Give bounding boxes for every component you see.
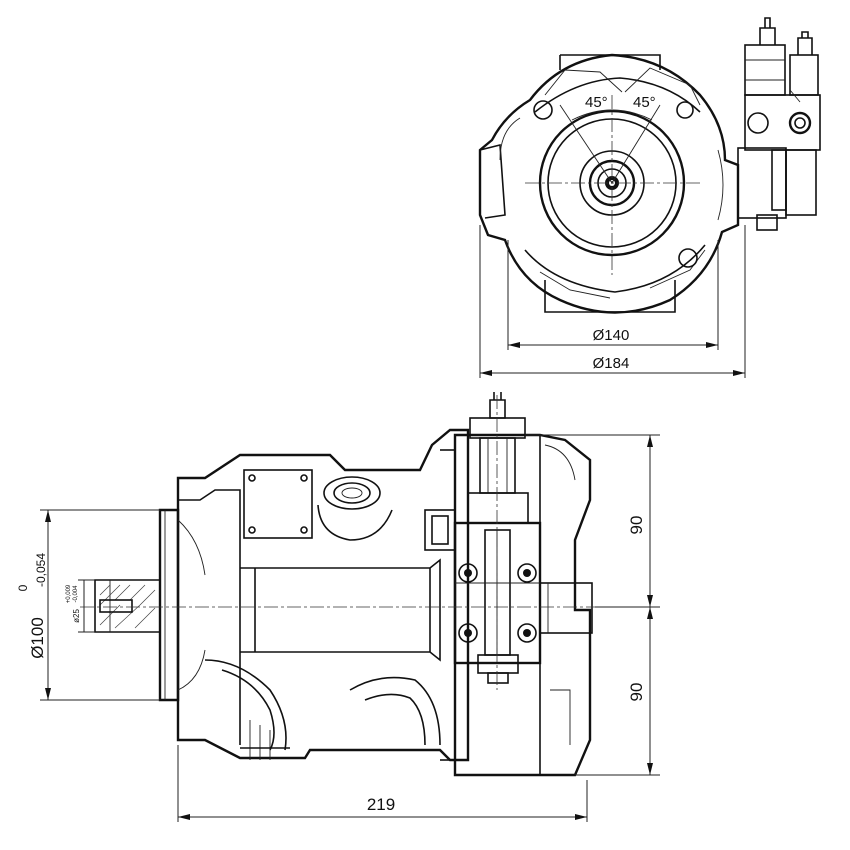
shaft-diameter-label: ø25 [72,609,81,623]
angle-left-label: 45° [585,94,608,111]
outer-diameter-label: Ø184 [593,355,630,372]
flange-tol-lower-label: -0,054 [34,553,48,587]
angle-right-label: 45° [633,94,656,111]
flange-tol-upper-label: 0 [16,584,30,591]
length-label: 219 [367,795,395,814]
lower-height-label: 90 [627,683,646,702]
flange-circle [538,109,686,257]
side-view: 90 90 219 Ø100 0 -0,054 ø25 +0,009 -0,00… [16,392,660,822]
inner-diameter-label: Ø140 [593,327,630,344]
shaft-tol-upper-label: +0,009 [66,584,72,603]
shaft-section-hatch [99,584,156,629]
flange-diameter-label: Ø100 [28,617,47,659]
end-view: 45° 45° Ø140 Ø184 [478,17,821,378]
upper-height-label: 90 [627,516,646,535]
shaft-tol-lower-label: -0,004 [73,585,79,603]
